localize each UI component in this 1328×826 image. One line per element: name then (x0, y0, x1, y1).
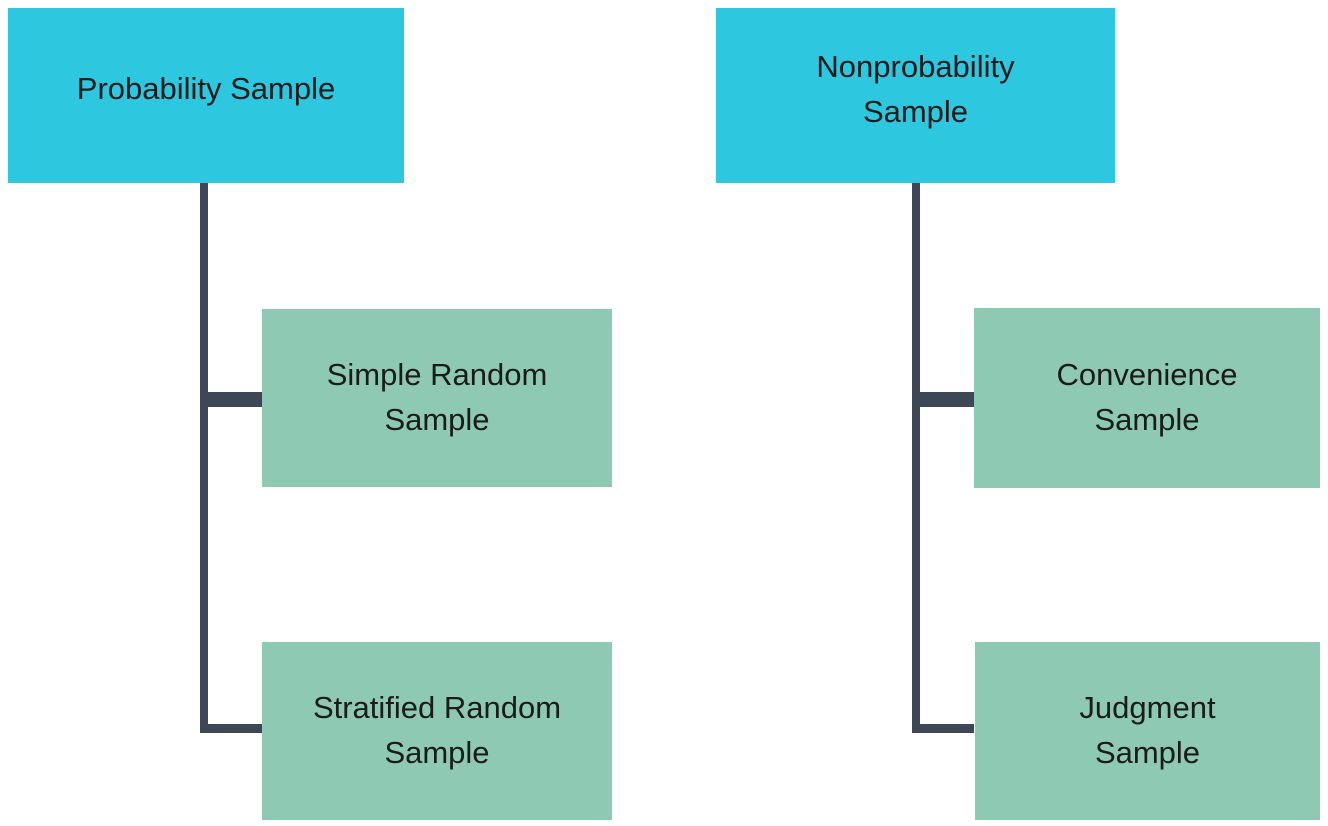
box-probability-sample: Probability Sample (8, 8, 404, 183)
connector-trunk-nonprobability (912, 183, 920, 733)
connector-branch-simple-random (200, 392, 262, 407)
box-label-line: Convenience (1056, 357, 1238, 393)
box-label-line: Nonprobability (816, 48, 1015, 84)
box-label-line: Simple Random (326, 357, 548, 393)
box-simple-random-sample: Simple Random Sample (262, 309, 612, 487)
connector-branch-judgment (912, 724, 974, 733)
box-label-line: Probability Sample (76, 71, 336, 107)
connector-branch-convenience (912, 392, 974, 407)
box-convenience-sample: Convenience Sample (974, 308, 1320, 488)
box-label-line: Stratified Random (312, 690, 562, 726)
box-label-line: Sample (384, 402, 490, 437)
box-stratified-random-sample: Stratified Random Sample (262, 642, 612, 820)
box-label-line: Sample (1094, 402, 1200, 437)
box-nonprobability-sample: Nonprobability Sample (716, 8, 1115, 183)
box-label-line: Sample (384, 735, 490, 770)
connector-branch-stratified-random (200, 724, 262, 733)
box-label-line: Sample (862, 93, 969, 129)
box-judgment-sample: Judgment Sample (975, 642, 1320, 820)
connector-trunk-probability (200, 183, 208, 733)
box-label-line: Judgment (1079, 690, 1216, 726)
box-label-line: Sample (1094, 735, 1201, 770)
